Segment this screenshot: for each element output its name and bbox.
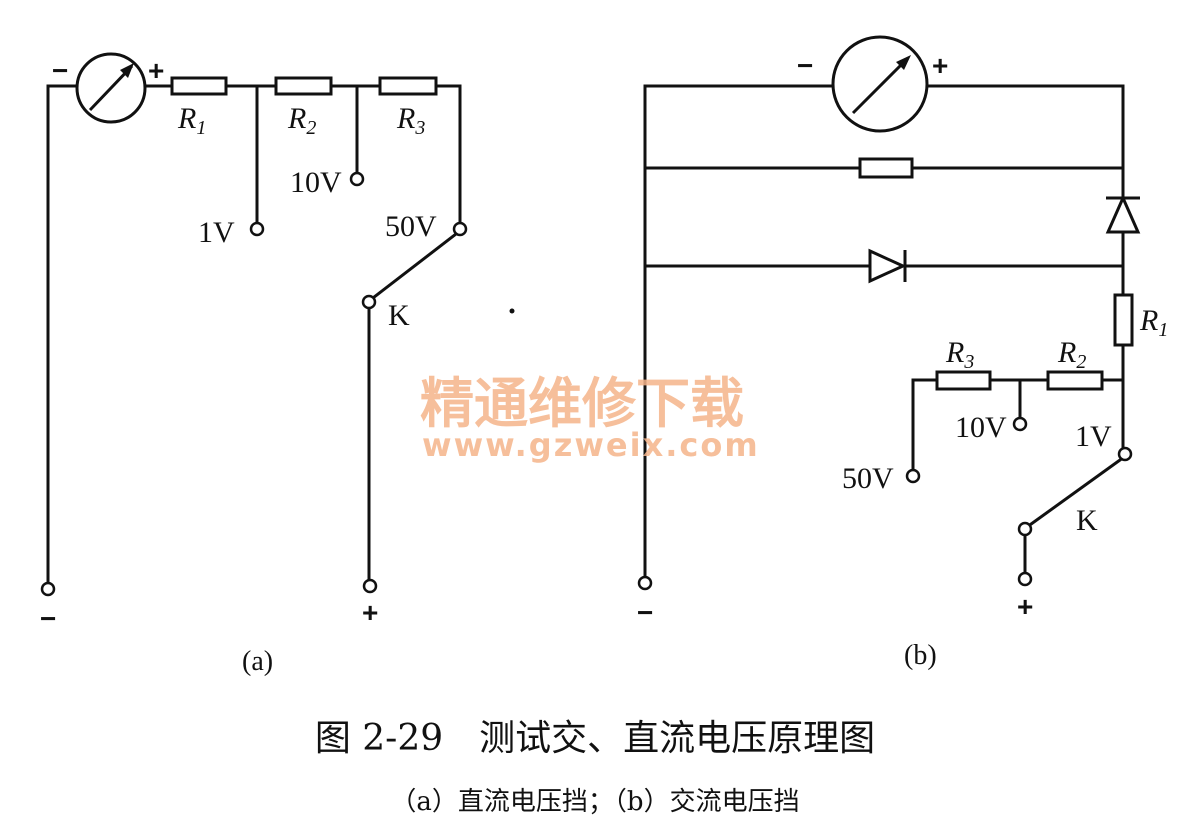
- a-switch-pivot: [361, 294, 377, 310]
- watermark: 精通维修下载 www.gzweix.com: [420, 372, 760, 464]
- b-10v-label: 10V: [955, 411, 1007, 444]
- b-resistor-r1: [1113, 293, 1134, 347]
- panel-b-label: (b): [904, 640, 937, 671]
- a-resistor-r1: [170, 76, 228, 96]
- watermark-url: www.gzweix.com: [422, 426, 760, 464]
- b-terminal-10v: [1012, 416, 1028, 432]
- b-terminal-50v: [905, 468, 921, 484]
- b-switch-pivot: [1017, 521, 1033, 537]
- figure-title: 图 2-29 测试交、直流电压原理图: [315, 718, 875, 759]
- a-r1-label: R1: [177, 102, 206, 139]
- a-meter-plus-label: +: [148, 55, 164, 86]
- b-resistor-r2: [1046, 370, 1104, 391]
- a-wire-r3-50v: [434, 84, 462, 224]
- a-terminal-1v: [249, 221, 265, 237]
- panel-a-label: (a): [242, 646, 273, 677]
- a-r3-label: R3: [396, 102, 425, 139]
- a-wire-left: [46, 84, 80, 587]
- b-meter: [831, 35, 929, 133]
- b-r2-label: R2: [1057, 336, 1086, 373]
- b-diode-vertical: [1105, 194, 1141, 234]
- a-50v-label: 50V: [385, 210, 437, 243]
- b-wire-left: [643, 84, 834, 579]
- a-terminal-50v: [452, 221, 468, 237]
- b-switch-arm: [1024, 457, 1123, 530]
- a-resistor-r2: [274, 76, 333, 96]
- a-terminal-minus-label: −: [40, 603, 56, 634]
- a-terminal-minus: [40, 581, 56, 597]
- a-meter-minus-label: −: [52, 55, 68, 86]
- b-wire-50v-tap: [911, 378, 939, 472]
- b-diode-horizontal: [868, 248, 907, 284]
- b-r1-label: R1: [1139, 304, 1168, 341]
- b-terminal-minus-label: −: [637, 597, 653, 628]
- a-terminal-plus-label: +: [362, 597, 378, 628]
- stray-dot: [509, 308, 515, 314]
- b-meter-plus-label: +: [932, 50, 948, 81]
- b-wire-right-rail: [926, 84, 1125, 297]
- b-switch-label: K: [1076, 504, 1098, 537]
- watermark-cn: 精通维修下载: [420, 372, 744, 435]
- a-r2-label: R2: [287, 102, 316, 139]
- a-1v-label: 1V: [198, 216, 235, 249]
- panel-a-circuit: − + R1 R2 R3 1V 10V 50V K − + (a): [40, 52, 468, 677]
- b-r3-label: R3: [945, 336, 974, 373]
- b-terminal-1v: [1117, 446, 1133, 462]
- a-resistor-r3: [378, 76, 438, 96]
- a-10v-label: 10V: [290, 166, 342, 199]
- a-meter: [75, 52, 147, 124]
- b-50v-label: 50V: [842, 462, 894, 495]
- b-resistor-shunt: [858, 157, 914, 179]
- a-terminal-plus: [362, 578, 378, 594]
- panel-b-circuit: − + R1 R3 R2 10V 1V 50V K − + (b): [637, 35, 1168, 671]
- b-terminal-minus: [637, 575, 653, 591]
- a-switch-arm: [366, 231, 459, 304]
- a-switch-label: K: [388, 299, 410, 332]
- b-terminal-plus-label: +: [1017, 591, 1033, 622]
- a-terminal-10v: [349, 171, 365, 187]
- b-terminal-plus: [1017, 571, 1033, 587]
- b-meter-minus-label: −: [797, 50, 813, 81]
- b-1v-label: 1V: [1075, 420, 1112, 453]
- figure-subtitle: （a）直流电压挡；（b）交流电压挡: [390, 787, 799, 817]
- b-resistor-r3: [935, 370, 992, 391]
